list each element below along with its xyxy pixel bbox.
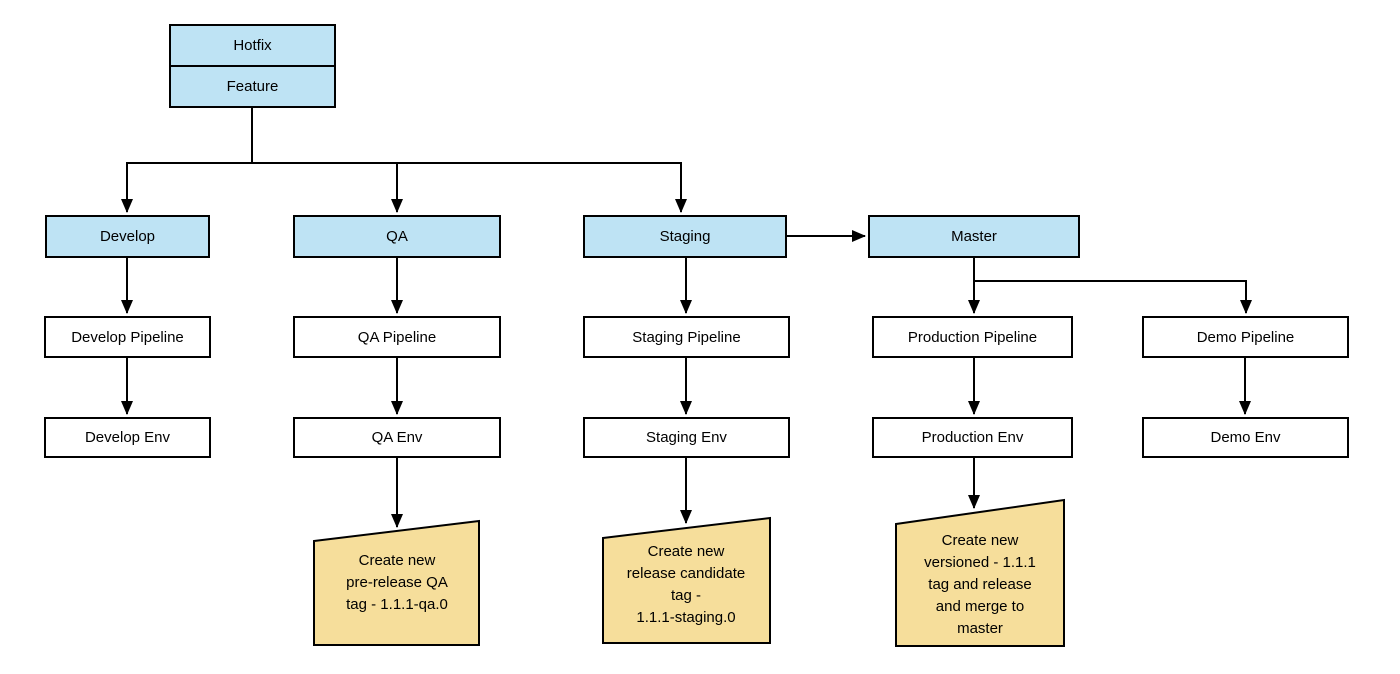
- node-qa: QA: [293, 215, 501, 258]
- node-develop-env: Develop Env: [44, 417, 211, 458]
- note-shape-production: [895, 498, 1065, 647]
- note-staging-tag: Create new release candidate tag - 1.1.1…: [626, 543, 746, 626]
- node-staging-env: Staging Env: [583, 417, 790, 458]
- note-qa-tag: Create new pre-release QA tag - 1.1.1-qa…: [346, 552, 448, 613]
- node-feature: Feature: [171, 65, 334, 106]
- note-shape-qa: [313, 519, 480, 646]
- node-staging-pipeline: Staging Pipeline: [583, 316, 790, 358]
- node-develop-pipeline: Develop Pipeline: [44, 316, 211, 358]
- node-hotfix: Hotfix: [233, 37, 272, 54]
- node-demo-pipeline: Demo Pipeline: [1142, 316, 1349, 358]
- node-source-branches: Hotfix Feature: [169, 24, 336, 108]
- node-qa-env: QA Env: [293, 417, 501, 458]
- node-production-env: Production Env: [872, 417, 1073, 458]
- node-develop: Develop: [45, 215, 210, 258]
- node-staging: Staging: [583, 215, 787, 258]
- node-qa-pipeline: QA Pipeline: [293, 316, 501, 358]
- node-demo-env: Demo Env: [1142, 417, 1349, 458]
- node-master: Master: [868, 215, 1080, 258]
- node-production-pipeline: Production Pipeline: [872, 316, 1073, 358]
- note-shape-staging: [602, 516, 771, 644]
- note-production-tag: Create new versioned - 1.1.1 tag and rel…: [924, 532, 1036, 637]
